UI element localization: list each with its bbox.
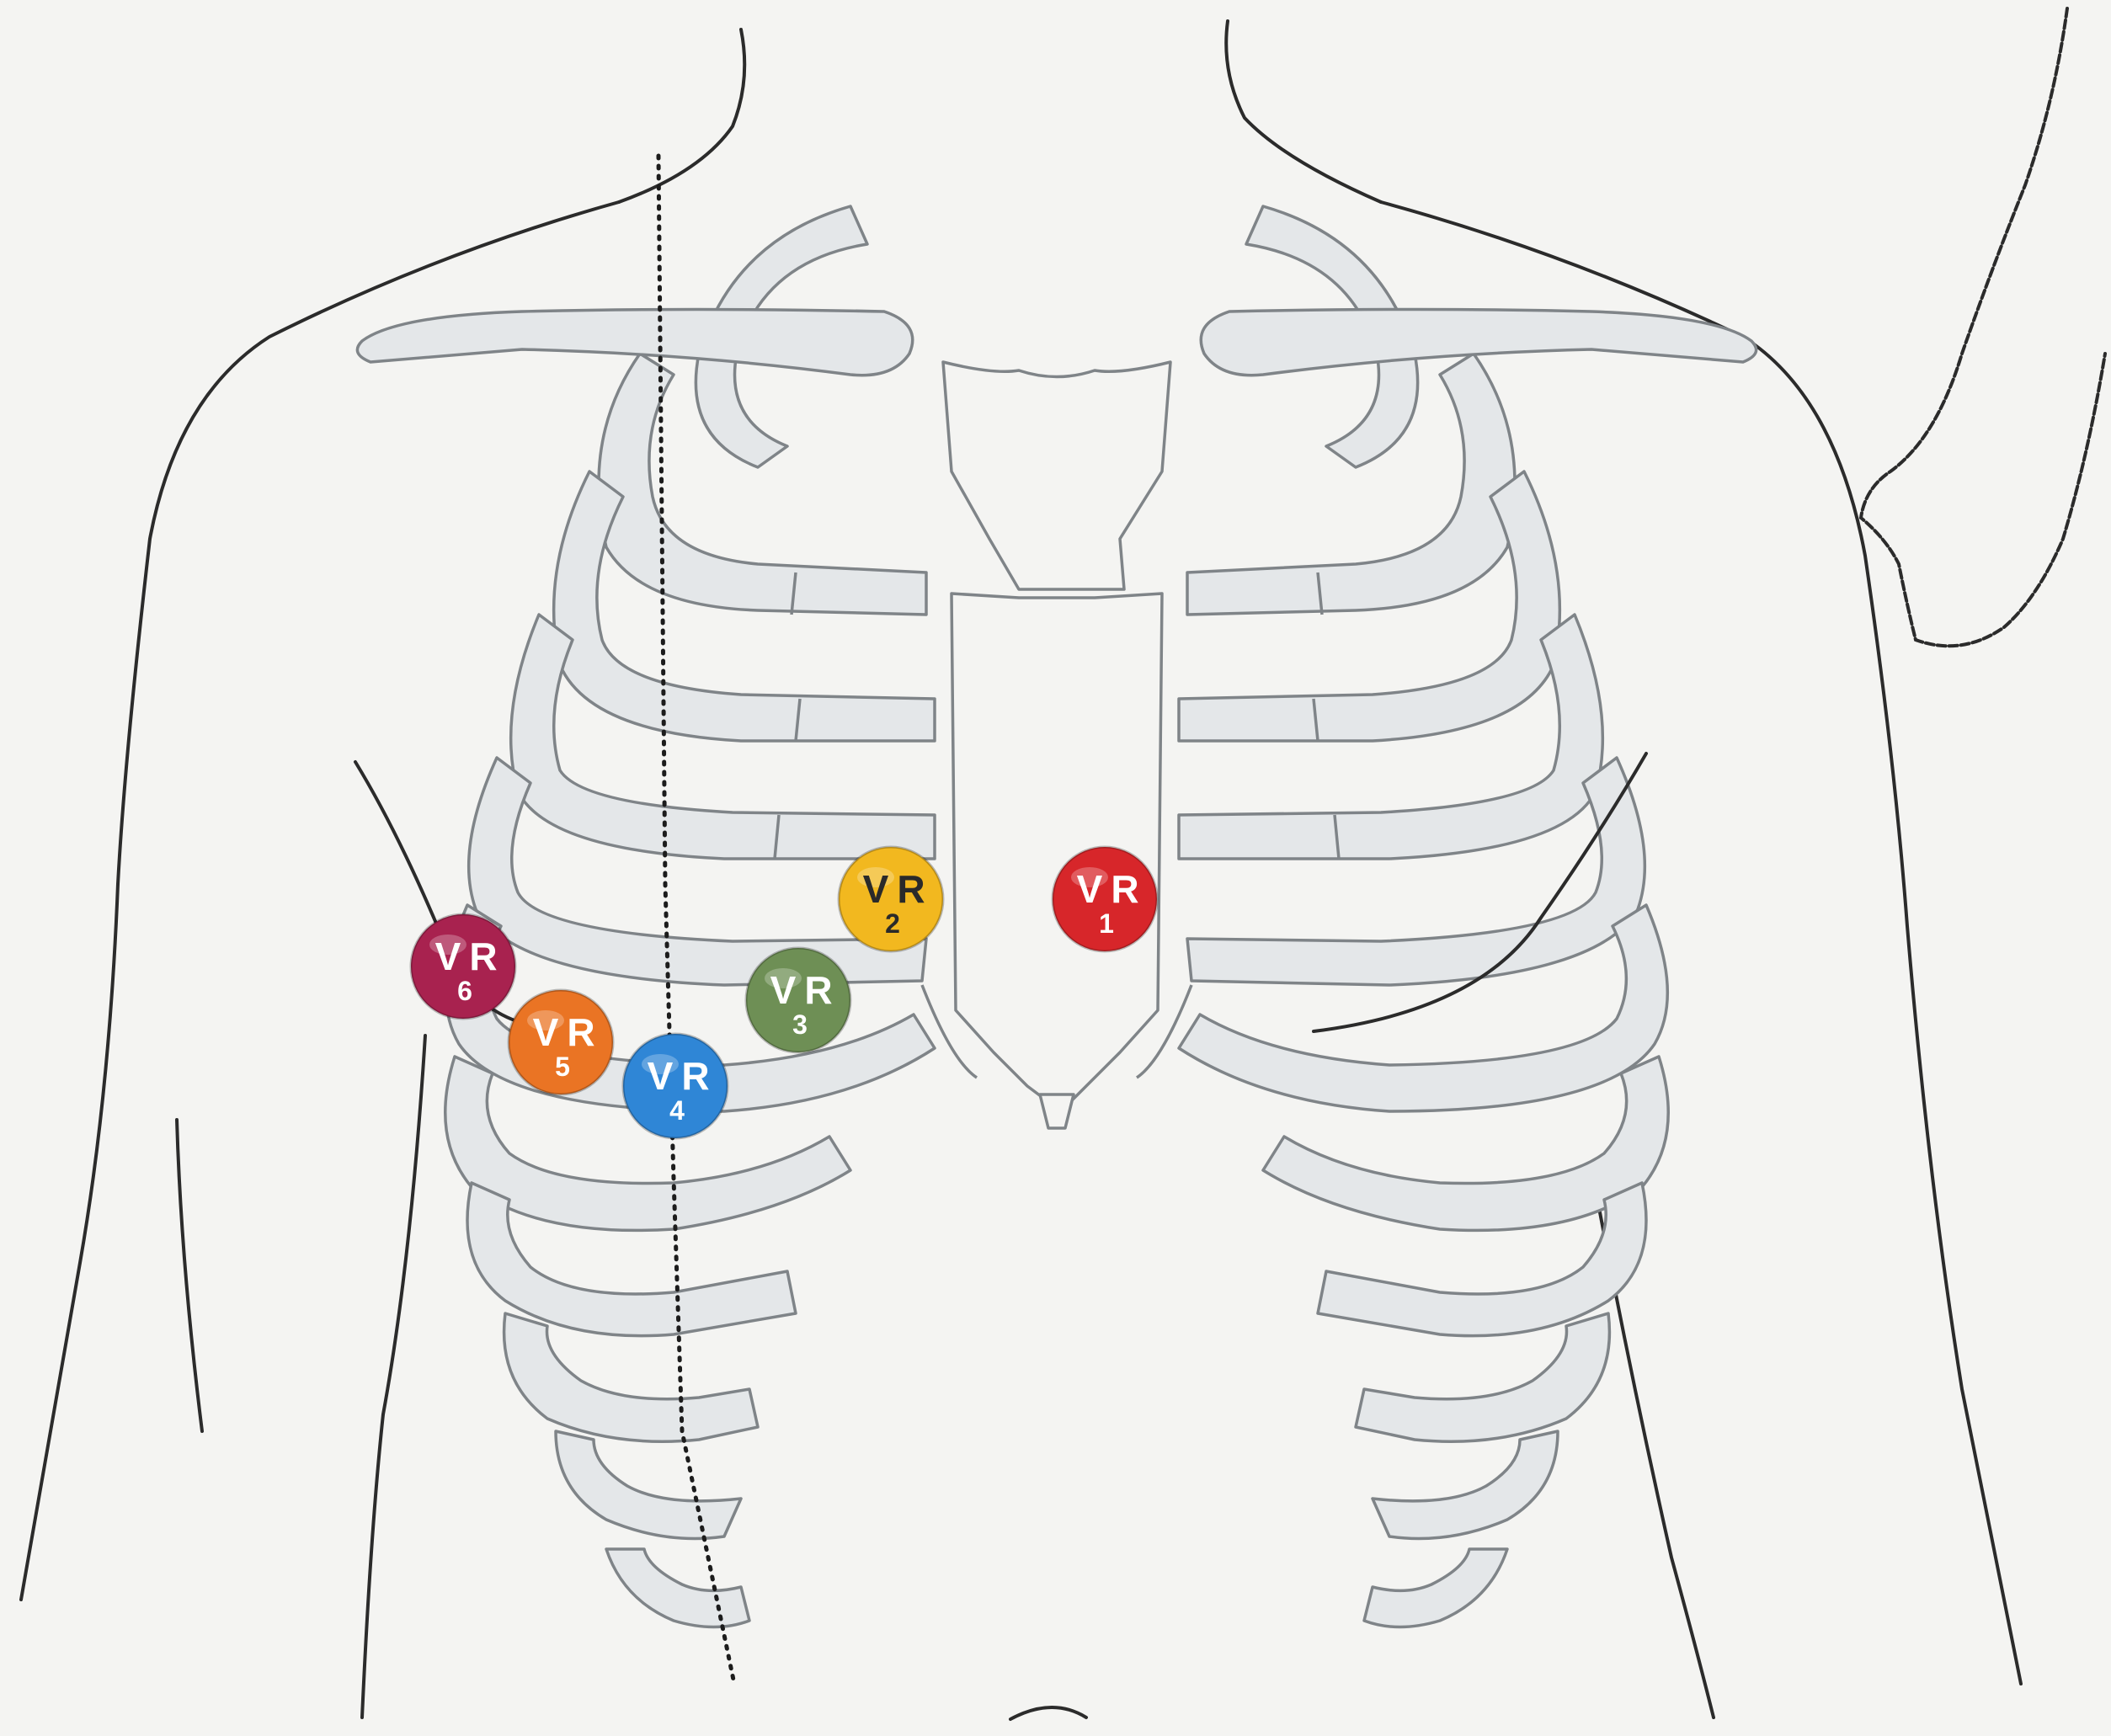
electrode-v6r-letter: V: [435, 935, 461, 978]
electrode-v2r-number: 2: [885, 908, 900, 939]
left-torso-outline: [362, 1036, 425, 1717]
electrode-v4r-number: 4: [669, 1095, 685, 1126]
electrode-v3r-letter: V: [770, 968, 797, 1012]
electrode-v6r-suffix: R: [469, 935, 497, 978]
electrode-v2r-suffix: R: [897, 867, 925, 911]
electrode-v1r-number: 1: [1099, 908, 1114, 939]
navel: [1010, 1707, 1086, 1719]
electrode-v3r-number: 3: [792, 1009, 808, 1040]
electrode-v5r-letter: V: [533, 1010, 559, 1054]
electrode-v6r-number: 6: [457, 976, 472, 1006]
electrode-v3r-suffix: R: [804, 968, 832, 1012]
electrode-v4r-letter: V: [648, 1054, 674, 1098]
neck-left-outline: [619, 29, 744, 202]
electrode-v5r-suffix: R: [567, 1010, 594, 1054]
sternum: [943, 362, 1170, 589]
xiphoid: [1040, 1094, 1074, 1128]
neck-right-outline: [1226, 21, 1381, 202]
left-armpit-outline: [177, 1120, 202, 1431]
electrode-v1r-suffix: R: [1111, 867, 1138, 911]
electrode-v2r-letter: V: [863, 867, 889, 911]
electrode-v1r-letter: V: [1077, 867, 1103, 911]
electrode-v5r-number: 5: [555, 1052, 570, 1082]
electrode-v4r-suffix: R: [681, 1054, 709, 1098]
raised-arm-outline: [1861, 8, 2105, 646]
ribs-right: [1179, 206, 1668, 1627]
